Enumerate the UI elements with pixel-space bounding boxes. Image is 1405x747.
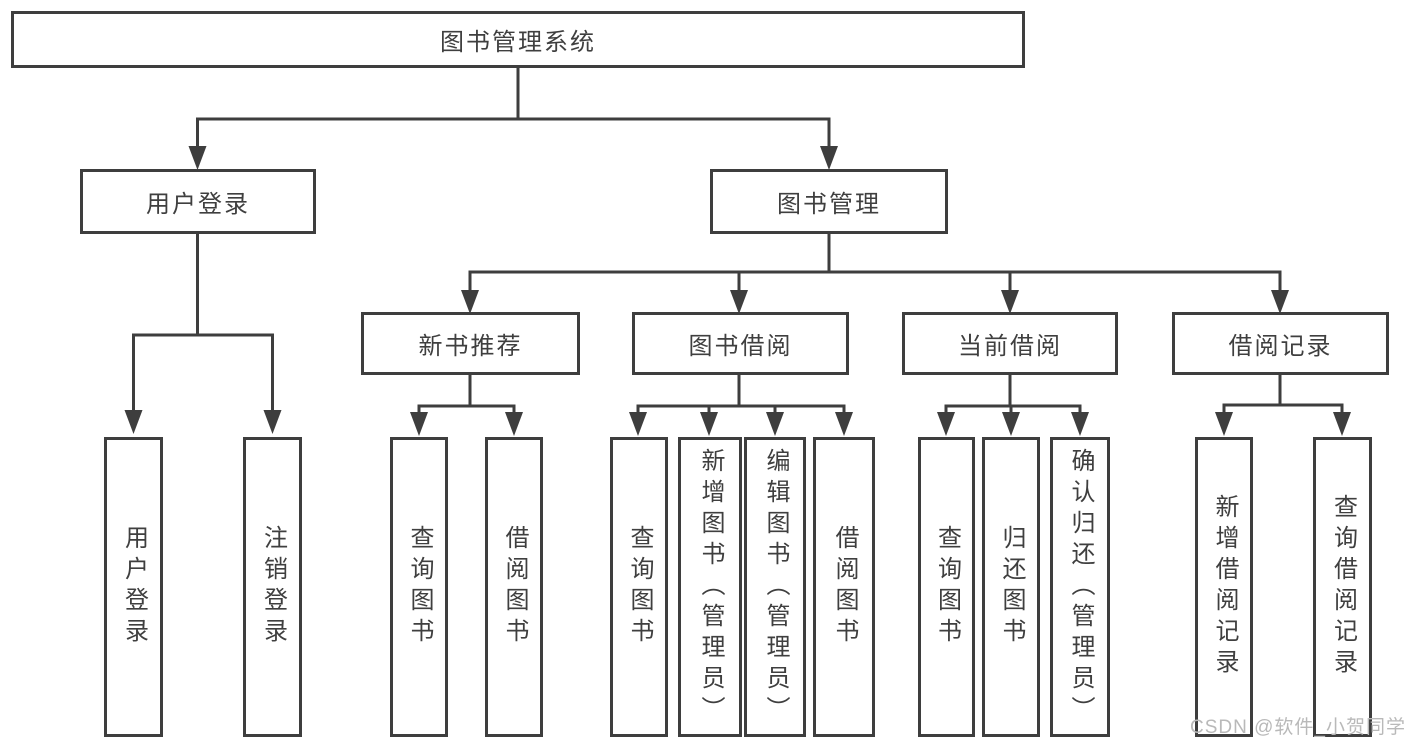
node-book-management-label: 图书管理 — [777, 191, 881, 218]
node-current-borrow-label: 当前借阅 — [958, 333, 1062, 360]
leaf-query-books-recommend-label: 查询图书 — [406, 525, 433, 649]
leaf-logout: 注销登录 — [243, 437, 302, 737]
connector-new-book-group — [417, 375, 516, 413]
connector-root — [196, 68, 831, 148]
node-book-management: 图书管理 — [710, 169, 948, 234]
leaf-borrow-books-label: 借阅图书 — [831, 525, 858, 649]
leaf-edit-book-admin-label: 编辑图书（管理员） — [762, 447, 789, 727]
arrow-user-login — [188, 146, 207, 170]
leaf-add-borrow-record-label: 新增借阅记录 — [1211, 494, 1238, 680]
node-book-borrow: 图书借阅 — [632, 312, 849, 375]
connector-current-borrow-group — [944, 375, 1082, 413]
leaf-add-book-admin-label: 新增图书（管理员） — [697, 447, 724, 727]
leaf-confirm-return-admin: 确认归还（管理员） — [1050, 437, 1110, 737]
leaf-query-books-borrow: 查询图书 — [610, 437, 668, 737]
leaf-borrow-books-recommend: 借阅图书 — [485, 437, 543, 737]
node-user-login: 用户登录 — [80, 169, 316, 234]
node-current-borrow: 当前借阅 — [902, 312, 1118, 375]
leaf-edit-book-admin: 编辑图书（管理员） — [744, 437, 806, 737]
leaf-return-books: 归还图书 — [982, 437, 1040, 737]
node-new-book-recommend-label: 新书推荐 — [418, 333, 523, 360]
leaf-query-borrow-record: 查询借阅记录 — [1313, 437, 1372, 737]
leaf-query-books-recommend: 查询图书 — [390, 437, 448, 737]
leaf-borrow-books-recommend-label: 借阅图书 — [501, 525, 528, 649]
node-borrow-records-label: 借阅记录 — [1228, 333, 1333, 360]
leaf-query-books-borrow-label: 查询图书 — [626, 525, 653, 649]
leaf-return-books-label: 归还图书 — [998, 525, 1025, 649]
connector-book-borrow-group — [636, 375, 846, 413]
node-root-label: 图书管理系统 — [440, 29, 596, 56]
node-book-borrow-label: 图书借阅 — [688, 333, 793, 360]
leaf-user-login-label: 用户登录 — [120, 525, 148, 649]
node-root: 图书管理系统 — [11, 11, 1025, 68]
leaf-add-book-admin: 新增图书（管理员） — [678, 437, 742, 737]
node-borrow-records: 借阅记录 — [1172, 312, 1389, 375]
leaf-query-books-current: 查询图书 — [918, 437, 975, 737]
leaf-query-books-current-label: 查询图书 — [933, 525, 961, 649]
connector-borrow-record-group — [1222, 375, 1344, 413]
arrow-book-management — [820, 146, 838, 170]
connector-book-management-group — [468, 234, 1282, 291]
leaf-query-borrow-record-label: 查询借阅记录 — [1329, 494, 1357, 680]
leaf-borrow-books: 借阅图书 — [813, 437, 875, 737]
node-user-login-label: 用户登录 — [146, 191, 250, 218]
watermark-text: CSDN @软件_小贺同学 — [1190, 717, 1405, 738]
connector-user-login-group — [132, 234, 274, 411]
leaf-confirm-return-admin-label: 确认归还（管理员） — [1067, 447, 1094, 727]
leaf-logout-label: 注销登录 — [259, 525, 287, 649]
leaf-add-borrow-record: 新增借阅记录 — [1195, 437, 1253, 737]
node-new-book-recommend: 新书推荐 — [361, 312, 580, 375]
leaf-user-login: 用户登录 — [104, 437, 163, 737]
